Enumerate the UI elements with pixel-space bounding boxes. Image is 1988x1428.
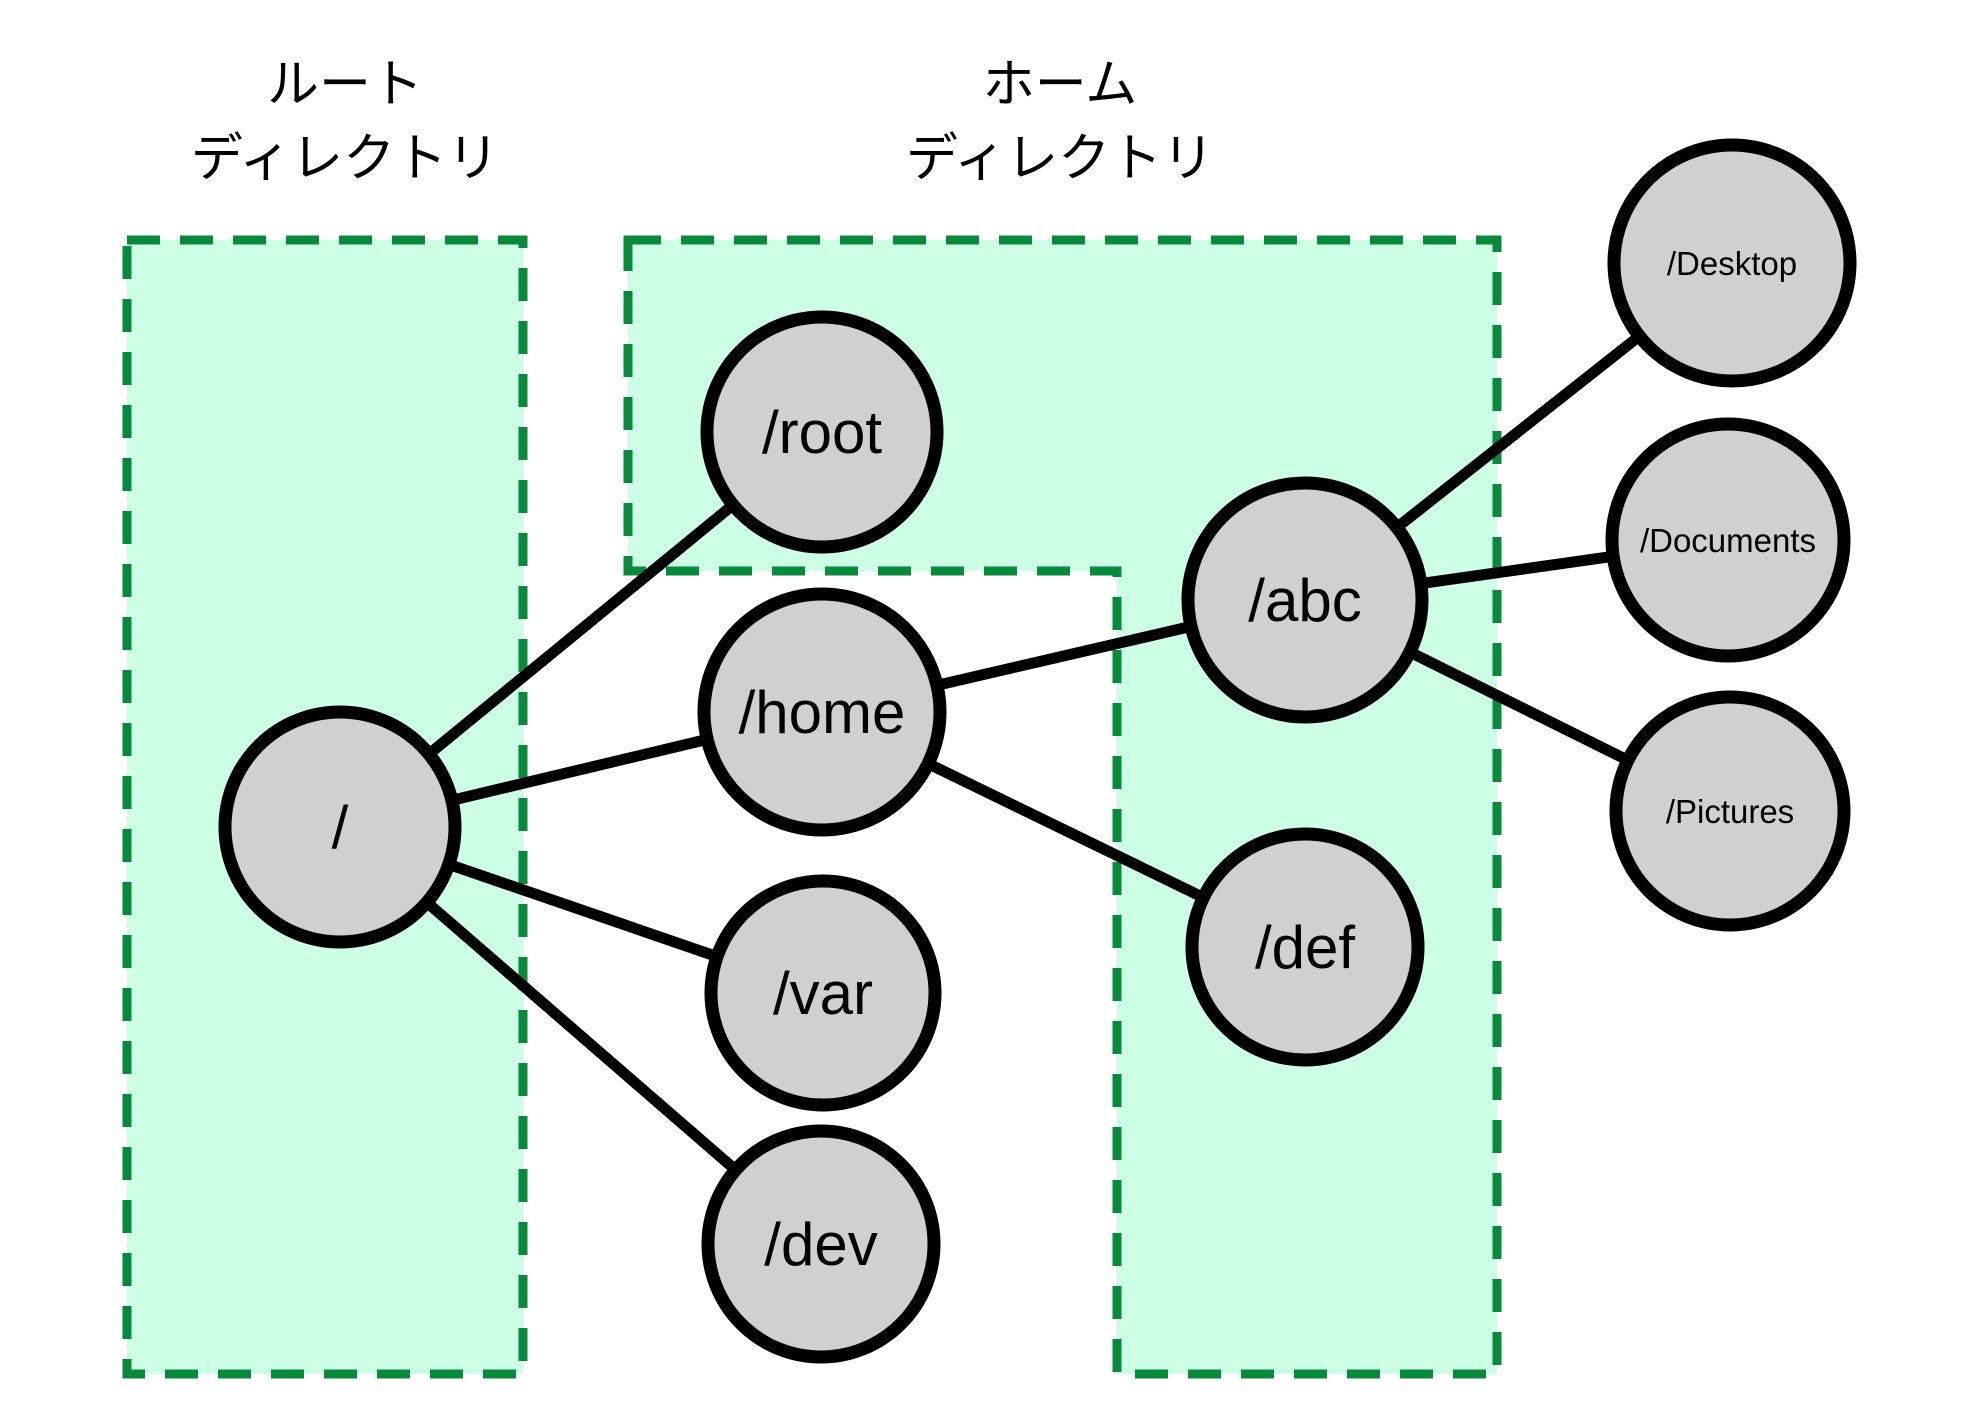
node-dev: /dev [701, 1124, 941, 1364]
node-pictures-label: /Pictures [1666, 793, 1794, 830]
node-def-circle [1185, 827, 1425, 1067]
node-slash-label: / [332, 794, 349, 861]
node-abc-circle [1181, 476, 1429, 724]
node-var-circle [704, 874, 942, 1112]
node-documents-label: /Documents [1640, 522, 1816, 559]
node-pictures-circle [1609, 690, 1851, 932]
node-root-label: /root [762, 399, 882, 466]
node-dev-circle [701, 1124, 941, 1364]
node-abc-label: /abc [1248, 567, 1361, 634]
node-root-circle [700, 310, 944, 554]
node-var-label: /var [773, 960, 873, 1027]
node-desktop: /Desktop [1607, 138, 1857, 388]
node-home: /home [697, 587, 947, 837]
node-def-label: /def [1255, 914, 1355, 981]
node-dev-label: /dev [764, 1211, 877, 1278]
node-documents-circle [1605, 417, 1851, 663]
root-directory-label-line1: ルート [267, 56, 423, 114]
node-home-label: /home [739, 679, 906, 746]
node-root: /root [700, 310, 944, 554]
node-home-circle [697, 587, 947, 837]
node-var: /var [704, 874, 942, 1112]
node-desktop-label: /Desktop [1667, 245, 1797, 282]
node-slash-circle [218, 705, 462, 949]
home-directory-label-line2: ディレクトリ [906, 130, 1214, 188]
node-def: /def [1185, 827, 1425, 1067]
node-desktop-circle [1607, 138, 1857, 388]
node-documents: /Documents [1605, 417, 1851, 663]
node-pictures: /Pictures [1609, 690, 1851, 932]
root-directory-label-line2: ディレクトリ [191, 130, 499, 188]
home-directory-label-line1: ホーム [983, 56, 1137, 114]
node-abc: /abc [1181, 476, 1429, 724]
node-slash: / [218, 705, 462, 949]
